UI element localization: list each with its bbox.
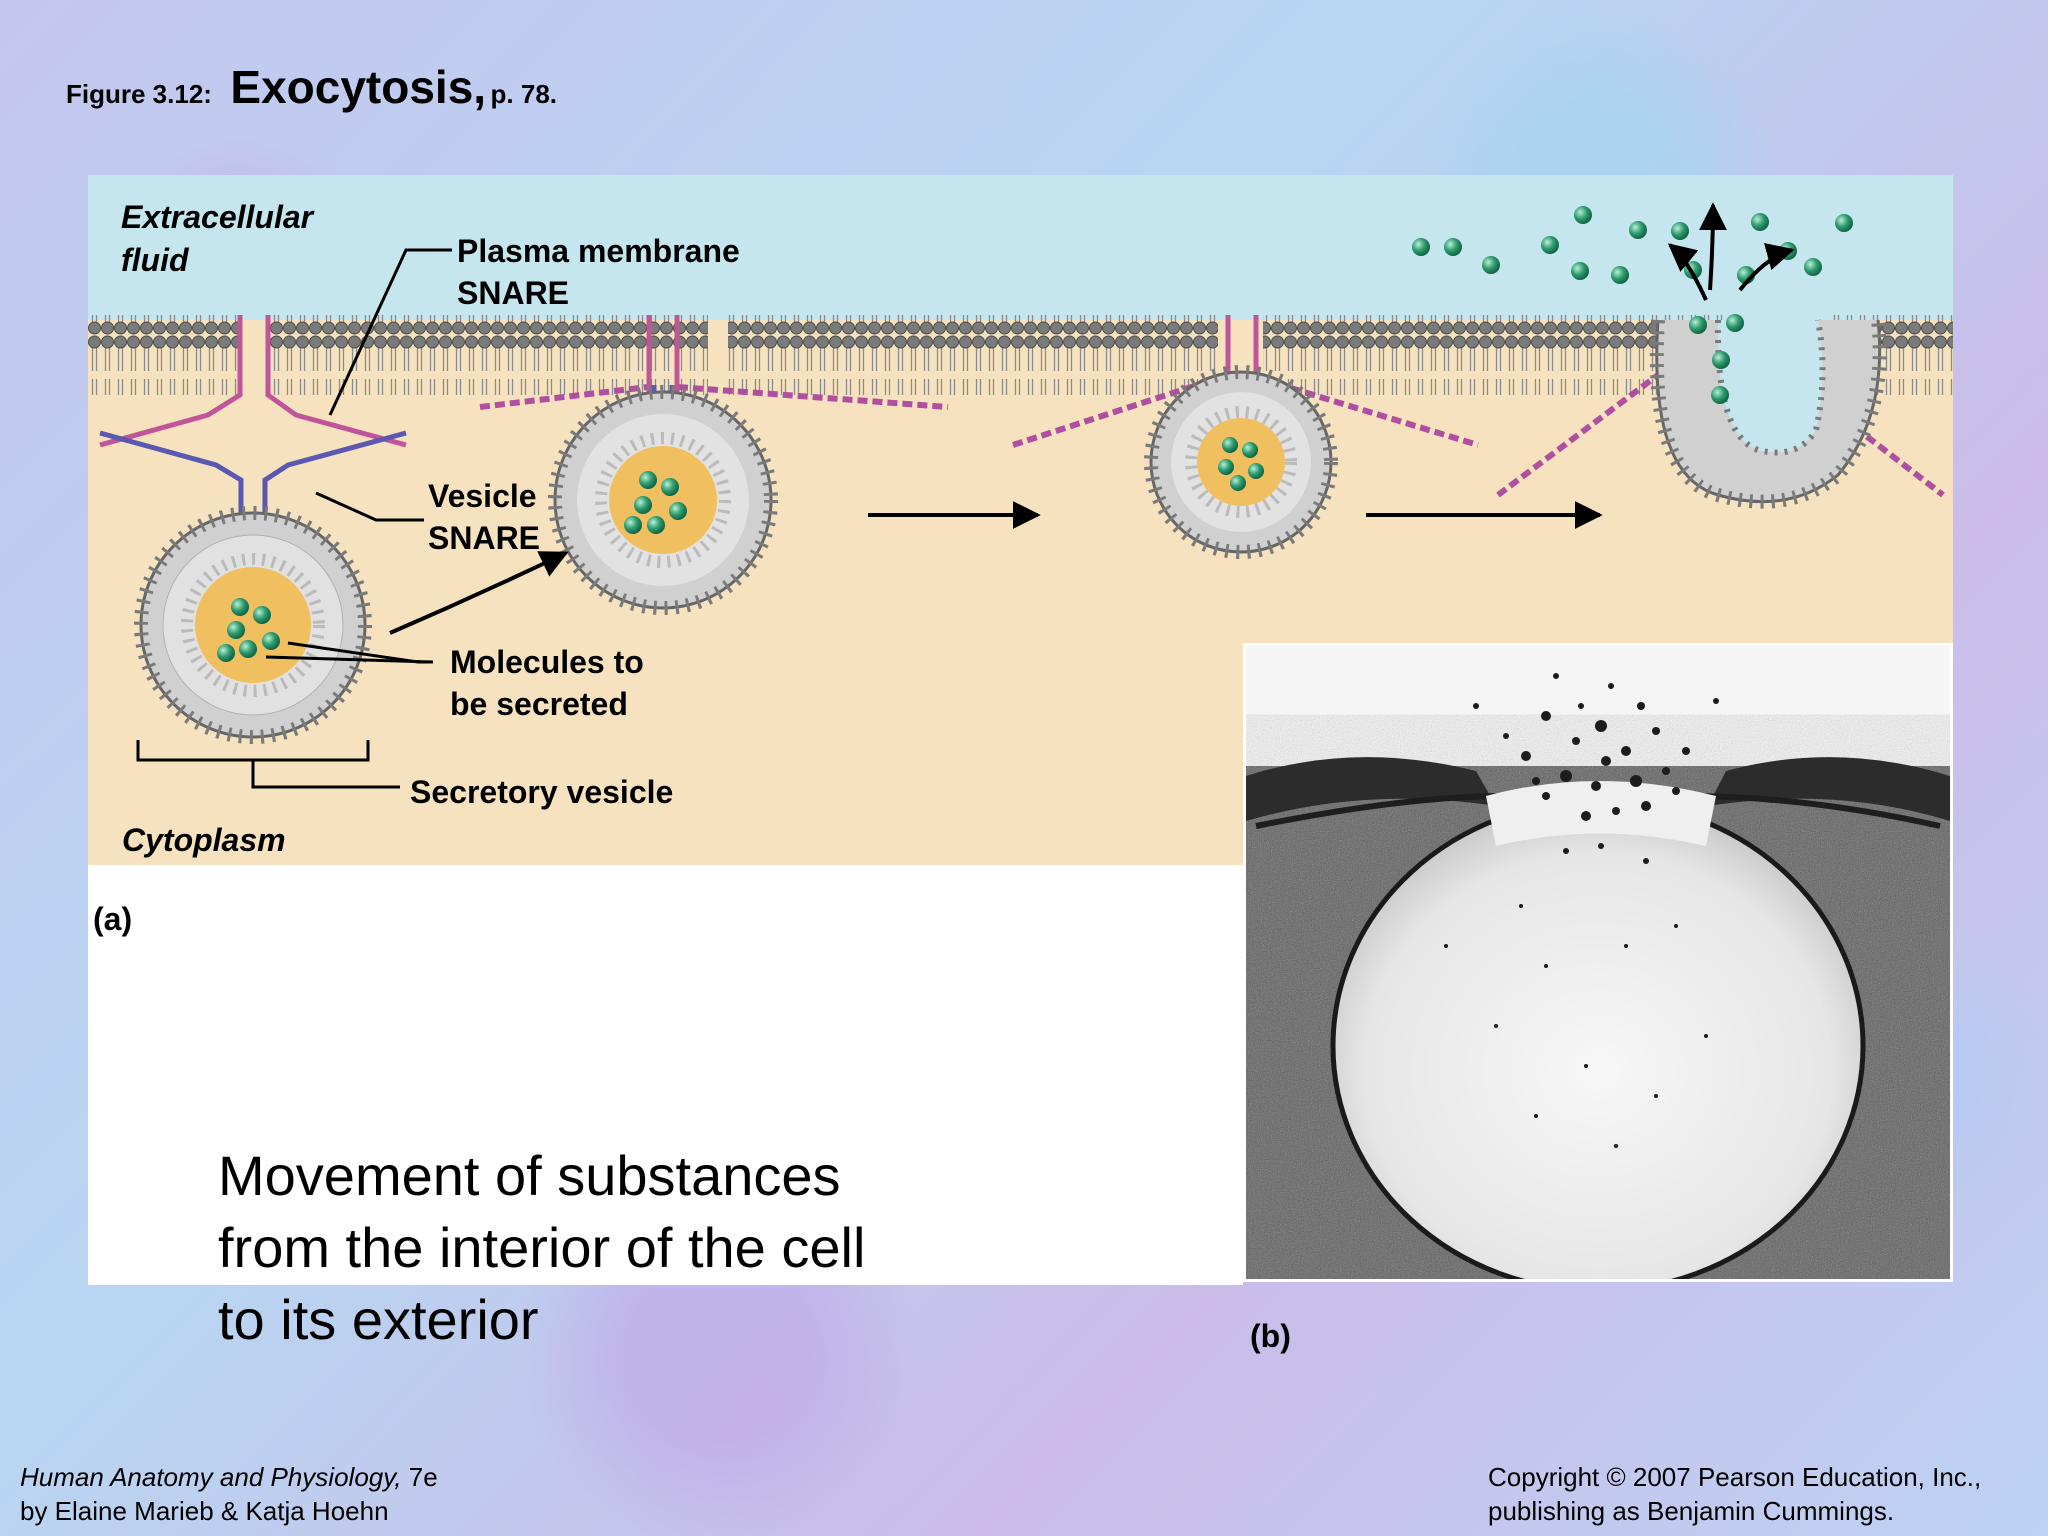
released-molecules xyxy=(1412,206,1853,404)
figure-page: p. 78. xyxy=(490,79,558,109)
footer-copyright: Copyright © 2007 Pearson Education, Inc.… xyxy=(1488,1460,1981,1528)
label-cytoplasm: Cytoplasm xyxy=(122,822,286,858)
book-edition: 7e xyxy=(401,1462,438,1492)
label-vesicle-snare-2: SNARE xyxy=(428,520,540,556)
caption-line-2: from the interior of the cell xyxy=(218,1216,866,1279)
plasma-membrane-snare xyxy=(99,315,407,448)
panel-a-white-area xyxy=(88,865,1243,1285)
book-authors: by Elaine Marieb & Katja Hoehn xyxy=(20,1496,389,1526)
electron-micrograph xyxy=(1243,643,1953,1282)
extracellular-fluid-region xyxy=(88,175,1953,320)
book-title: Human Anatomy and Physiology, xyxy=(20,1462,402,1492)
plasma-membrane xyxy=(88,315,1953,395)
figure-number: Figure 3.12: xyxy=(66,79,212,109)
cargo-molecules xyxy=(217,598,280,662)
exocytosis-diagram: Extracellular fluid Plasma membrane SNAR… xyxy=(88,175,1953,1285)
label-plasma-membrane-snare: Plasma membrane xyxy=(457,233,740,269)
caption-line-3: to its exterior xyxy=(218,1288,539,1351)
process-arrows xyxy=(389,501,1603,635)
secretory-vesicle xyxy=(134,506,372,744)
figure-title: Figure 3.12: Exocytosis, p. 78. xyxy=(66,60,557,114)
caption-line-1: Movement of substances xyxy=(218,1144,841,1207)
fusing-vesicle xyxy=(1144,365,1338,559)
fused-vesicle xyxy=(1649,319,1887,509)
label-extracellular-fluid-2: fluid xyxy=(121,242,190,278)
label-secretory-vesicle: Secretory vesicle xyxy=(410,774,673,810)
copyright-line-1: Copyright © 2007 Pearson Education, Inc.… xyxy=(1488,1462,1982,1492)
copyright-line-2: publishing as Benjamin Cummings. xyxy=(1488,1496,1895,1526)
panel-label-b: (b) xyxy=(1250,1318,1291,1354)
label-molecules-to-be-secreted: Molecules to xyxy=(450,644,644,680)
release-arrows xyxy=(1667,202,1795,301)
label-extracellular-fluid: Extracellular xyxy=(121,199,315,235)
panel-label-a: (a) xyxy=(93,901,132,937)
footer-source: Human Anatomy and Physiology, 7e by Elai… xyxy=(20,1460,438,1528)
figure-name: Exocytosis, xyxy=(230,61,487,113)
label-plasma-membrane-snare-2: SNARE xyxy=(457,275,569,311)
diagram-labels: Extracellular fluid Plasma membrane SNAR… xyxy=(93,199,740,937)
leader-lines xyxy=(136,248,452,789)
docking-vesicle xyxy=(548,385,778,615)
label-molecules-to-be-secreted-2: be secreted xyxy=(450,686,628,722)
caption: Movement of substances from the interior… xyxy=(218,1140,978,1356)
vesicle-snare xyxy=(99,430,407,520)
label-vesicle-snare: Vesicle xyxy=(428,478,537,514)
